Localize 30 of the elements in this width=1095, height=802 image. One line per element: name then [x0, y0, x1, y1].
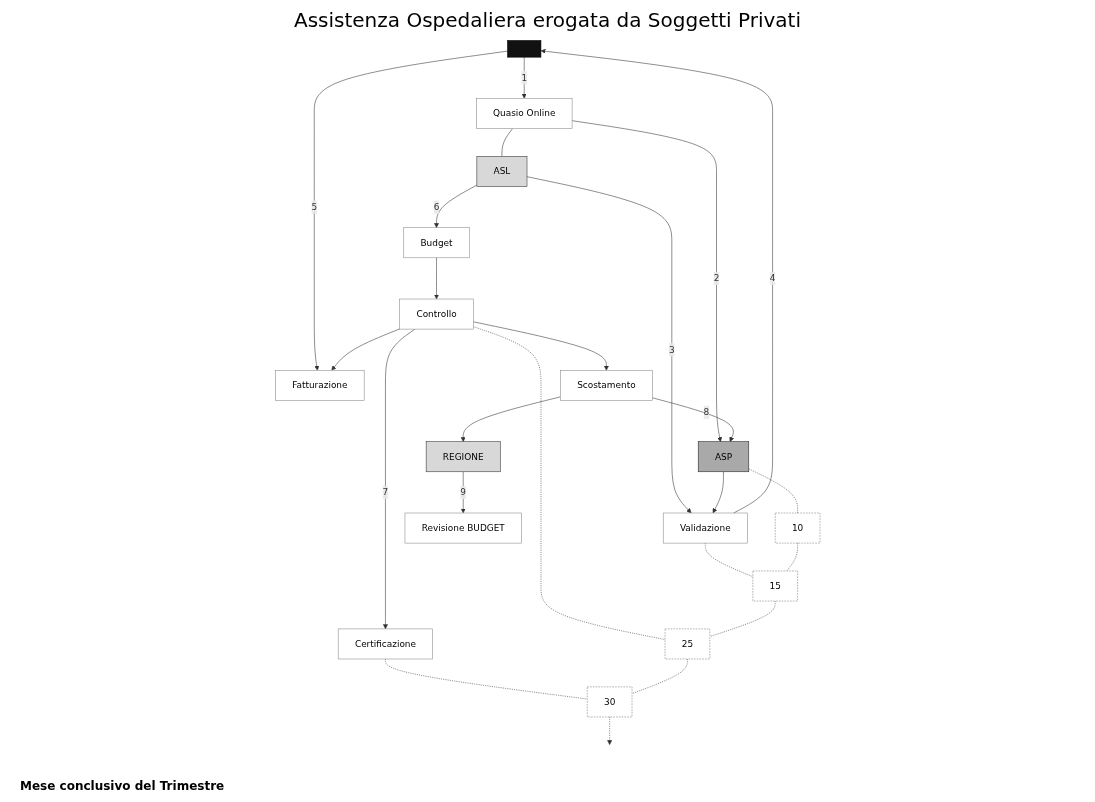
- note-text: Mese conclusivo del Trimestre: [20, 779, 225, 793]
- edge-label: 9: [460, 486, 466, 498]
- edge-label: 3: [668, 344, 675, 355]
- node-box: Certificazione: [337, 628, 433, 660]
- node-box: Quasio Online: [475, 98, 573, 129]
- diagram-title: Assistenza Ospedaliera erogata da Soggetti Privati: [292, 8, 802, 32]
- node-box: 10: [774, 512, 821, 544]
- edge-label: 5: [311, 201, 317, 213]
- node-box: Budget: [403, 227, 470, 259]
- connector: [472, 326, 666, 640]
- node-box: ASP: [697, 441, 749, 473]
- node-box: Scostamento: [559, 370, 653, 401]
- edge-label: 7: [382, 486, 389, 498]
- node-box: Controllo: [399, 298, 474, 330]
- connector: [748, 468, 798, 514]
- node-box: ASL: [476, 156, 528, 187]
- edge-label: 2: [713, 272, 720, 284]
- node-box: 15: [752, 570, 798, 602]
- node-box: Validazione: [662, 512, 748, 544]
- node-box: Revisione BUDGET: [404, 512, 522, 544]
- node-box: Fatturazione: [274, 370, 365, 401]
- node-box: REGIONE: [425, 441, 501, 473]
- connector: [501, 128, 513, 157]
- edge-label: 8: [703, 406, 710, 418]
- node-box: [507, 40, 541, 58]
- edge-label: 4: [769, 272, 776, 284]
- edge-label: 6: [433, 201, 440, 213]
- node-box: 25: [664, 628, 710, 660]
- node-box: 30: [586, 686, 633, 718]
- edge-label: 1: [521, 72, 527, 83]
